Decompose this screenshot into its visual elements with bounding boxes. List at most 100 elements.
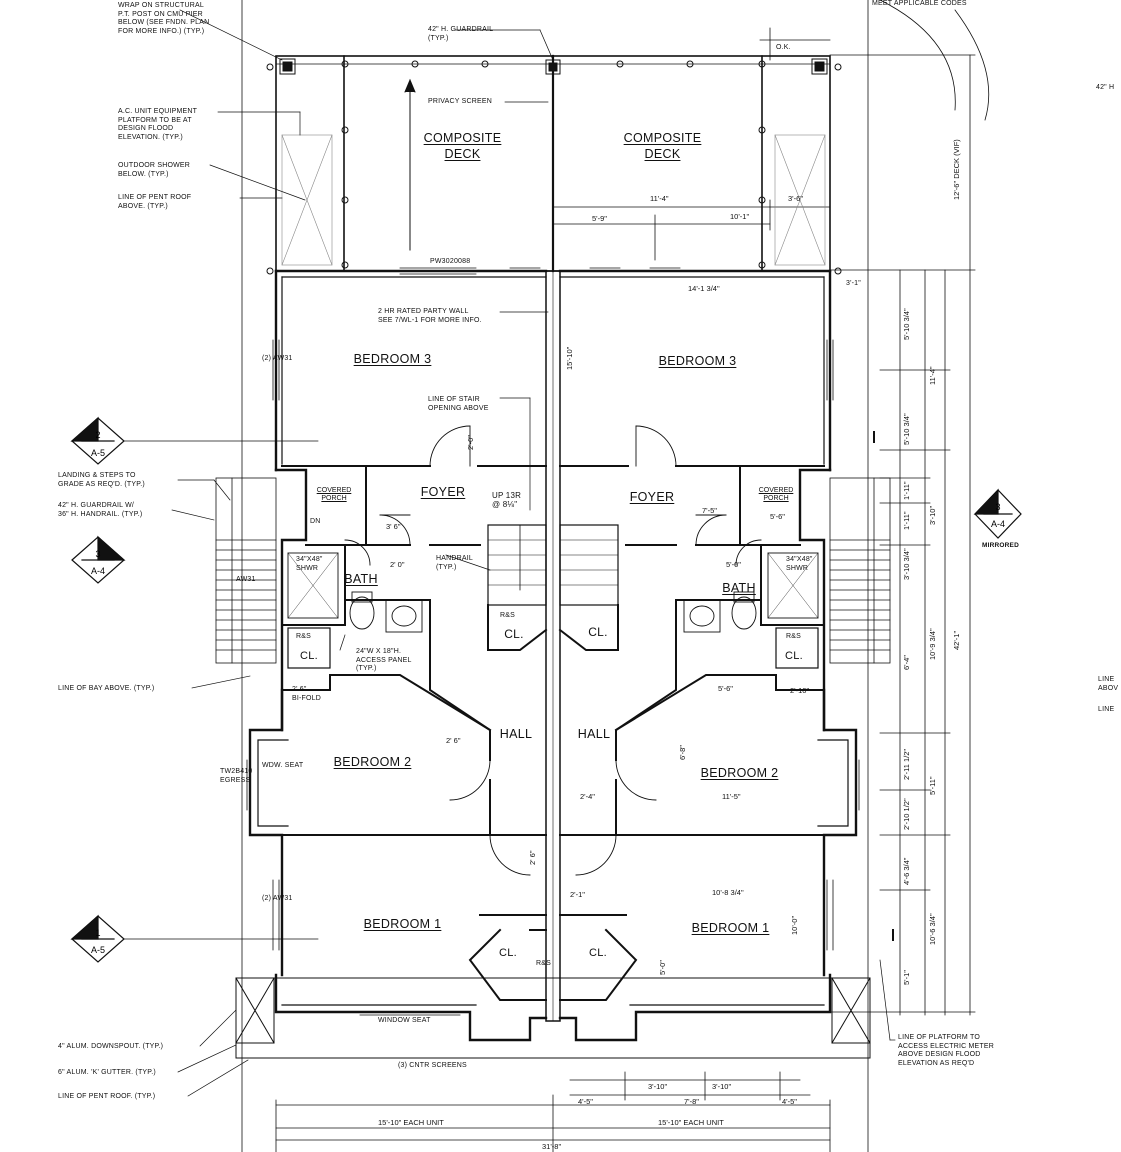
note-right-edge-1: 42" H <box>1096 84 1115 91</box>
vdim-deck: 12'-6" DECK (VIF) <box>952 139 961 200</box>
dim-3-6-foyer: 3' 6" <box>386 522 401 531</box>
room-label-hall-left: HALL <box>499 727 533 741</box>
entry-stairs-left <box>215 477 277 664</box>
vdim-5-10b: 5'-10 3/4" <box>902 413 911 445</box>
section-tag-1-a5 <box>70 914 125 963</box>
room-label-closet-bedroom1-left: CL. <box>498 947 518 959</box>
room-label-bedroom3-right: BEDROOM 3 <box>658 354 737 368</box>
dim-10-1: 10'-1" <box>730 212 750 221</box>
vdim-2-6: 2' 6" <box>528 850 537 865</box>
svg-text:A-5: A-5 <box>91 945 105 955</box>
slope-arrow <box>404 78 416 251</box>
note-party-wall: 2 HR RATED PARTY WALL SEE 7/WL-1 FOR MOR… <box>378 308 482 324</box>
dim-11-4: 11'-4" <box>650 194 669 203</box>
window-marks <box>246 267 860 1016</box>
vdim-6-8: 6'-8" <box>678 745 687 760</box>
note-bifold: 2' 6" BI-FOLD <box>292 686 322 702</box>
vdim-5-0: 5'-0" <box>658 960 667 975</box>
dim-5-0: 5'-0" <box>726 560 741 569</box>
note-post-wrap: WRAP ON STRUCTURAL P.T. POST ON CMU PIER… <box>118 2 210 35</box>
room-label-bedroom3-left: BEDROOM 3 <box>353 352 432 366</box>
note-outdoor-shower: OUTDOOR SHOWER BELOW. (TYP.) <box>118 162 191 178</box>
bath-fixtures-left <box>287 552 423 633</box>
note-rs-bedroom1: R&S <box>536 960 551 967</box>
dim-15-10-each-left: 15'-10" EACH UNIT <box>378 1118 444 1127</box>
svg-text:1: 1 <box>95 928 100 938</box>
room-label-foyer-right: FOYER <box>629 490 675 504</box>
room-label-covered-porch-left: COVERED PORCH <box>316 487 352 502</box>
deck-outline <box>275 54 831 273</box>
note-stair-opening: LINE OF STAIR OPENING ABOVE <box>428 396 489 412</box>
dim-7-8: 7'-8" <box>684 1097 699 1106</box>
svg-text:3: 3 <box>995 502 1000 512</box>
note-dim-31: 3'-1" <box>846 280 861 287</box>
note-right-edge-3: LINE <box>1098 706 1115 713</box>
vdim-2-11: 2'-11 1/2" <box>902 748 911 780</box>
dim-2-10: 2'-10" <box>790 686 810 695</box>
note-awst-2: (2) AW31 <box>262 895 293 902</box>
room-label-closet-right: CL. <box>784 650 804 662</box>
svg-text:A-5: A-5 <box>91 448 105 458</box>
note-awst-1: (2) AW31 <box>262 355 293 362</box>
vdim-1-11: 1'-11" <box>902 481 911 500</box>
vdim-3-10: 3'-10" <box>928 505 937 525</box>
section-tag-labels: 2 A-5 3 A-4 1 A-5 3 A-4 <box>91 430 1005 955</box>
dim-4-5: 4'-5" <box>578 1097 593 1106</box>
note-landing-steps: LANDING & STEPS TO GRADE AS REQ'D. (TYP.… <box>58 472 145 488</box>
svg-text:3: 3 <box>95 549 100 559</box>
note-dn: DN <box>310 518 321 525</box>
party-wall <box>545 270 561 1022</box>
vdim-2-10b: 2'-10 1/2" <box>902 798 911 830</box>
note-guardrail-top: 42" H. GUARDRAIL (TYP.) <box>428 26 494 42</box>
note-window-seat-side: WDW. SEAT <box>262 762 304 769</box>
note-gutter: 6" ALUM. 'K' GUTTER. (TYP.) <box>58 1069 156 1076</box>
vdim-5-11: 5'-11" <box>928 776 937 795</box>
room-label-composite-deck-left: COMPOSITE DECK <box>423 131 502 161</box>
note-privacy-screen: PRIVACY SCREEN <box>428 98 493 105</box>
vdim-1-11b: 1'-11" <box>902 511 911 530</box>
room-label-bedroom1-right: BEDROOM 1 <box>691 921 770 935</box>
dim-2-4: 2'-4" <box>580 792 595 801</box>
deck-posts <box>266 58 842 275</box>
room-label-closet-bedroom1-right: CL. <box>588 947 608 959</box>
note-egress: TW2B410 EGRESS <box>220 768 253 784</box>
dim-31-8: 31'-8" <box>542 1142 562 1151</box>
exterior-walls <box>248 269 858 1042</box>
note-downspout: 4" ALUM. DOWNSPOUT. (TYP.) <box>58 1043 164 1050</box>
pent-roof-bottom <box>235 977 871 1059</box>
bath-fixtures-right <box>683 552 819 633</box>
note-access-panel: 24"W x 18"H. ACCESS PANEL (TYP.) <box>356 648 412 672</box>
note-mirrored: MIRRORED <box>982 542 1019 549</box>
note-right-edge-2: LINE ABOV <box>1098 676 1119 692</box>
note-ok: O.K. <box>776 44 791 51</box>
room-label-closet-stair-left: CL. <box>504 627 524 641</box>
room-label-bedroom1-left: BEDROOM 1 <box>363 917 442 931</box>
note-shower-left: 34"x48" SHWR <box>296 556 323 572</box>
door-swings <box>344 425 762 876</box>
dim-2-1: 2'-1" <box>570 890 585 899</box>
dim-5-9: 5'-9" <box>592 214 607 223</box>
dim-14-1: 14'-1 3/4" <box>688 284 720 293</box>
dim-7-5: 7'-5" <box>702 506 717 515</box>
room-label-covered-porch-right: COVERED PORCH <box>758 487 794 502</box>
note-top-right-box: MEET APPLICABLE CODES <box>872 0 967 7</box>
room-label-bath-right: BATH <box>722 581 756 595</box>
vdim-4-6: 4'-6 3/4" <box>902 857 911 885</box>
dim-15-10-each-right: 15'-10" EACH UNIT <box>658 1118 724 1127</box>
note-bay-above: LINE OF BAY ABOVE. (TYP.) <box>58 685 155 692</box>
note-guardrail-handrail: 42" H. GUARDRAIL W/ 36" H. HANDRAIL. (TY… <box>58 502 143 518</box>
vdim-2-0: 2'-0" <box>466 435 475 450</box>
vdim-6-4: 6'-4" <box>902 655 911 670</box>
room-label-closet-stair-right: CL. <box>588 625 608 639</box>
room-label-bedroom2-left: BEDROOM 2 <box>333 755 412 769</box>
vdim-10-6: 10'-6 3/4" <box>928 913 937 945</box>
room-label-composite-deck-right: COMPOSITE DECK <box>623 131 702 161</box>
vdim-15-10: 15'-10" <box>565 346 574 370</box>
dim-2-0: 2' 0" <box>390 560 405 569</box>
svg-text:2: 2 <box>95 430 100 440</box>
dim-4-5b: 4'-5" <box>782 1097 797 1106</box>
svg-text:A-4: A-4 <box>91 566 105 576</box>
vdim-3-10c: 3'-10 3/4" <box>902 548 911 580</box>
leader-lines <box>117 9 896 1097</box>
